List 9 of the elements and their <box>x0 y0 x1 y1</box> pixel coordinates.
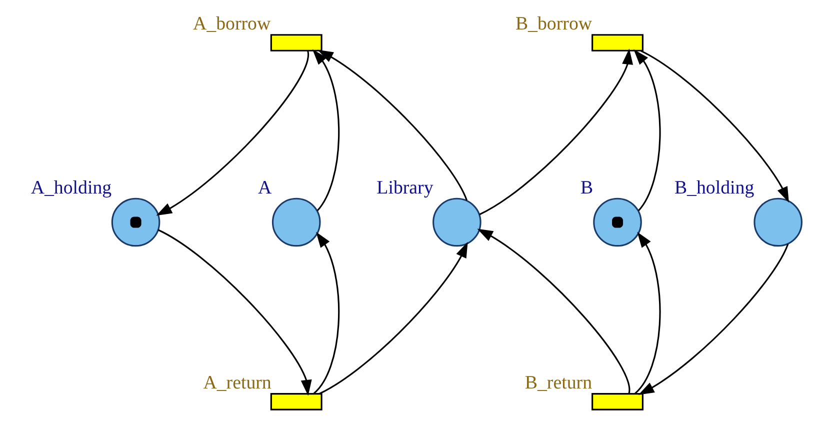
node-label: B_borrow <box>515 14 592 35</box>
node-label: A <box>258 177 272 198</box>
node-label: A_holding <box>30 177 112 198</box>
node-label: A_return <box>203 372 272 394</box>
node-label: A_borrow <box>193 14 271 35</box>
node-label: B <box>580 177 594 198</box>
node-label: B_return <box>524 372 592 394</box>
node-label: Library <box>376 177 434 198</box>
node-label: B_holding <box>674 177 754 198</box>
